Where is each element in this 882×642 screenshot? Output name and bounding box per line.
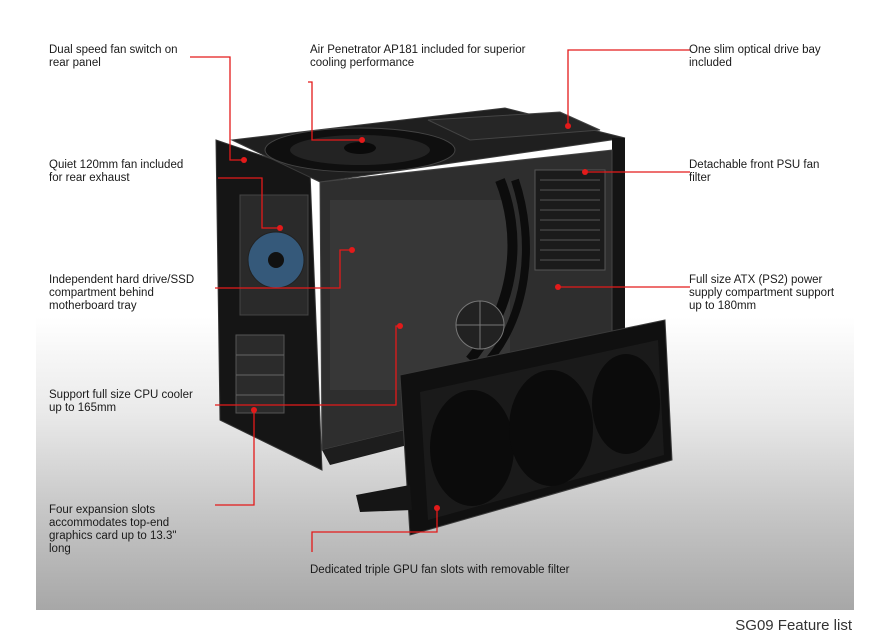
callout-expansion-slots-line2: accommodates top-end — [49, 517, 170, 529]
callout-optical-bay: One slim optical drive bay included — [689, 44, 821, 70]
callout-psu-filter-line1: Detachable front PSU fan — [689, 159, 820, 171]
callout-cpu-cooler-line1: Support full size CPU cooler — [49, 389, 193, 401]
callout-hdd-compartment: Independent hard drive/SSD compartment b… — [49, 274, 194, 313]
callout-psu-compartment-line3: up to 180mm — [689, 300, 757, 312]
callout-expansion-slots-line1: Four expansion slots — [49, 504, 156, 516]
callout-fan-switch-line1: Dual speed fan switch on — [49, 44, 178, 56]
callout-psu-compartment-line1: Full size ATX (PS2) power — [689, 274, 823, 286]
callout-optical-bay-line1: One slim optical drive bay — [689, 44, 821, 56]
callout-optical-bay-line2: included — [689, 57, 732, 69]
callout-cpu-cooler: Support full size CPU cooler up to 165mm — [49, 389, 193, 415]
callout-cpu-cooler-line2: up to 165mm — [49, 402, 117, 414]
callout-gpu-fan-slots-line1: Dedicated triple GPU fan slots with remo… — [310, 564, 570, 576]
callout-expansion-slots-line3: graphics card up to 13.3" — [49, 530, 177, 542]
callout-fan-switch-line2: rear panel — [49, 57, 101, 69]
callout-hdd-compartment-line2: compartment behind — [49, 287, 154, 299]
callout-rear-fan-line1: Quiet 120mm fan included — [49, 159, 184, 171]
callout-ap181-line1: Air Penetrator AP181 included for superi… — [310, 44, 526, 56]
callout-psu-compartment-line2: supply compartment support — [689, 287, 835, 299]
callout-psu-filter: Detachable front PSU fan filter — [689, 159, 819, 185]
callout-expansion-slots: Four expansion slots accommodates top-en… — [49, 504, 176, 556]
callout-fan-switch: Dual speed fan switch on rear panel — [49, 44, 178, 70]
callout-psu-filter-line2: filter — [689, 172, 711, 184]
callout-rear-fan-line2: for rear exhaust — [49, 172, 130, 184]
callout-hdd-compartment-line3: motherboard tray — [49, 300, 137, 312]
callout-psu-compartment: Full size ATX (PS2) power supply compart… — [689, 274, 834, 313]
callout-rear-fan: Quiet 120mm fan included for rear exhaus… — [49, 159, 183, 185]
callout-ap181-line2: cooling performance — [310, 57, 415, 69]
feature-list-caption: SG09 Feature list — [735, 617, 852, 634]
callout-ap181: Air Penetrator AP181 included for superi… — [310, 44, 525, 70]
callout-expansion-slots-line4: long — [49, 543, 71, 555]
callout-hdd-compartment-line1: Independent hard drive/SSD — [49, 274, 195, 286]
callout-gpu-fan-slots: Dedicated triple GPU fan slots with remo… — [310, 564, 570, 577]
